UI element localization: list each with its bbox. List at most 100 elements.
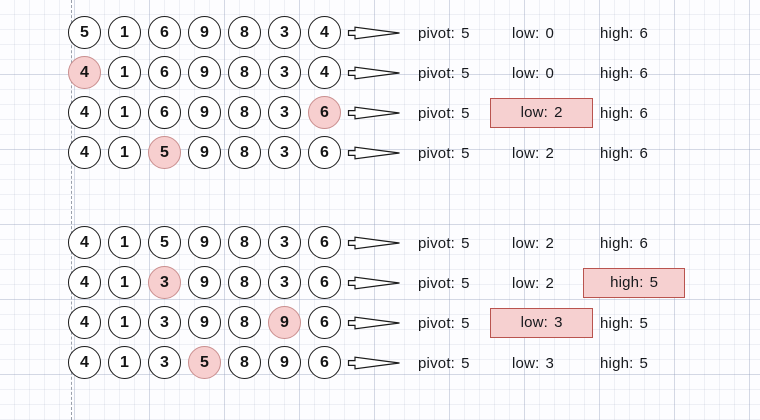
array-cell[interactable]: 5 — [68, 16, 101, 49]
low-label: low:0 — [506, 63, 560, 84]
array-cell[interactable]: 6 — [308, 136, 341, 169]
array-cell[interactable]: 3 — [268, 136, 301, 169]
low-key: low: — [512, 145, 540, 162]
array-cell[interactable]: 1 — [108, 346, 141, 379]
low-value: 0 — [545, 25, 554, 42]
pivot-label: pivot: 5 — [412, 143, 475, 164]
high-value: 6 — [639, 235, 648, 252]
high-label: high:6 — [594, 103, 654, 124]
array-cell[interactable]: 9 — [268, 346, 301, 379]
pivot-label: pivot:5 — [412, 23, 475, 44]
high-label: high:6 — [594, 23, 654, 44]
arrow-right-icon — [347, 354, 401, 372]
array-cell[interactable]: 8 — [228, 306, 261, 339]
array-cell[interactable]: 1 — [108, 266, 141, 299]
array-cell[interactable]: 8 — [228, 136, 261, 169]
array-cell[interactable]: 4 — [68, 136, 101, 169]
high-label: high:5 — [594, 313, 654, 334]
array-cell[interactable]: 9 — [188, 96, 221, 129]
array-cell[interactable]: 9 — [188, 136, 221, 169]
high-value: 5 — [639, 315, 648, 332]
array-cell[interactable]: 8 — [228, 56, 261, 89]
array-cell[interactable]: 3 — [148, 266, 181, 299]
array-cell[interactable]: 4 — [68, 266, 101, 299]
array-cell[interactable]: 3 — [148, 346, 181, 379]
arrow-right-icon — [347, 144, 401, 162]
pivot-value: 5 — [461, 25, 470, 42]
array-cell[interactable]: 3 — [268, 16, 301, 49]
low-label: low:2 — [506, 273, 560, 294]
array-cell[interactable]: 9 — [188, 226, 221, 259]
array-cell[interactable]: 6 — [148, 56, 181, 89]
low-label-highlighted: low:2 — [490, 98, 593, 128]
low-label: low:2 — [506, 143, 560, 164]
pivot-key: pivot: — [418, 315, 456, 332]
array-cell[interactable]: 9 — [188, 16, 221, 49]
array-cell[interactable]: 4 — [308, 56, 341, 89]
array-cell[interactable]: 8 — [228, 266, 261, 299]
array-cell[interactable]: 8 — [228, 16, 261, 49]
array-cell[interactable]: 1 — [108, 56, 141, 89]
array-cell[interactable]: 6 — [148, 16, 181, 49]
pivot-value: 5 — [461, 105, 470, 122]
array-cell[interactable]: 5 — [148, 226, 181, 259]
array-cell[interactable]: 3 — [268, 226, 301, 259]
array-cell[interactable]: 9 — [268, 306, 301, 339]
array-cell[interactable]: 6 — [308, 346, 341, 379]
pivot-value: 5 — [461, 145, 470, 162]
array-cell[interactable]: 8 — [228, 226, 261, 259]
high-key: high: — [600, 355, 634, 372]
high-label: high: 5 — [594, 353, 654, 374]
array-cell[interactable]: 1 — [108, 16, 141, 49]
low-key: low: — [512, 275, 540, 292]
array-cell[interactable]: 4 — [68, 226, 101, 259]
array-cell[interactable]: 3 — [268, 96, 301, 129]
high-label: high:6 — [594, 233, 654, 254]
array-cell[interactable]: 6 — [308, 266, 341, 299]
high-value: 6 — [639, 145, 648, 162]
low-label: low:0 — [506, 23, 560, 44]
array-cell[interactable]: 3 — [268, 266, 301, 299]
low-label: low:2 — [506, 233, 560, 254]
array-cell[interactable]: 4 — [308, 16, 341, 49]
array-cell[interactable]: 1 — [108, 306, 141, 339]
array-cell[interactable]: 6 — [148, 96, 181, 129]
low-label-highlighted: low:3 — [490, 308, 593, 338]
array-cell[interactable]: 1 — [108, 96, 141, 129]
array-cell[interactable]: 6 — [308, 306, 341, 339]
arrow-right-icon — [347, 234, 401, 252]
array-cell[interactable]: 4 — [68, 56, 101, 89]
array-cell[interactable]: 4 — [68, 96, 101, 129]
array-cell[interactable]: 4 — [68, 306, 101, 339]
pivot-key: pivot: — [418, 145, 456, 162]
high-value: 5 — [639, 355, 648, 372]
array-cell[interactable]: 4 — [68, 346, 101, 379]
low-key: low: — [512, 65, 540, 82]
array-cell[interactable]: 9 — [188, 56, 221, 89]
pivot-key: pivot: — [418, 235, 456, 252]
array-cell[interactable]: 8 — [228, 346, 261, 379]
array-cell[interactable]: 6 — [308, 96, 341, 129]
arrow-right-icon — [347, 104, 401, 122]
high-key: high: — [600, 105, 634, 122]
high-value: 5 — [649, 274, 658, 291]
array-cell[interactable]: 3 — [148, 306, 181, 339]
array-cell[interactable]: 8 — [228, 96, 261, 129]
array-cell[interactable]: 5 — [148, 136, 181, 169]
array-cell[interactable]: 1 — [108, 226, 141, 259]
array-cell[interactable]: 9 — [188, 266, 221, 299]
array-cell[interactable]: 6 — [308, 226, 341, 259]
high-key: high: — [600, 25, 634, 42]
array-cell[interactable]: 5 — [188, 346, 221, 379]
array-cell[interactable]: 3 — [268, 56, 301, 89]
array-cell[interactable]: 9 — [188, 306, 221, 339]
array-cell[interactable]: 1 — [108, 136, 141, 169]
pivot-label: pivot:5 — [412, 63, 475, 84]
vertical-guide-line — [71, 0, 72, 420]
arrow-right-icon — [347, 274, 401, 292]
